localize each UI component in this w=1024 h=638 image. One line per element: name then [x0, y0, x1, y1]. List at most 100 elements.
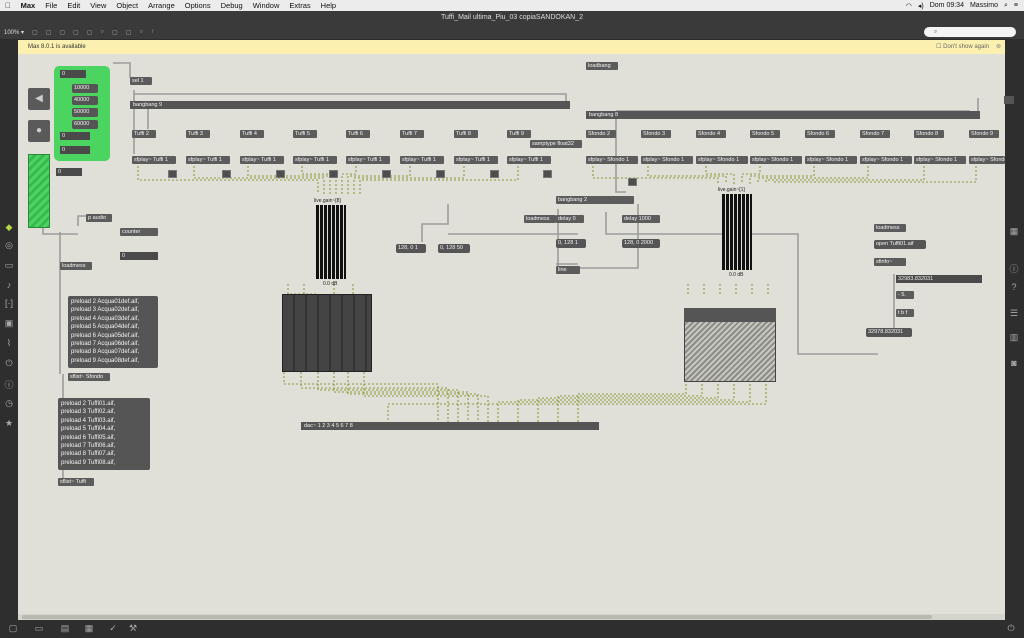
list-icon[interactable]: ≡: [1013, 2, 1018, 9]
cube-icon[interactable]: ◆: [5, 222, 13, 232]
clock[interactable]: Dom 09:34: [929, 2, 964, 9]
target-icon[interactable]: ◎: [5, 240, 13, 250]
menu-debug[interactable]: Debug: [214, 1, 243, 10]
menu-object[interactable]: Object: [110, 1, 138, 10]
bang-button[interactable]: [543, 170, 552, 178]
menu-help[interactable]: Help: [315, 1, 336, 10]
paperclip-icon[interactable]: ⌇: [6, 338, 12, 348]
bangbang9-object[interactable]: bangbang 9: [130, 101, 570, 109]
speaker-icon[interactable]: ◀: [28, 88, 50, 110]
search-input[interactable]: ⌕: [924, 27, 1016, 37]
menu-file[interactable]: File: [39, 1, 57, 10]
slider-icon[interactable]: ▢: [125, 29, 132, 36]
wrench-icon[interactable]: ⚒: [128, 623, 138, 633]
counter-object[interactable]: counter: [120, 228, 158, 236]
sfondo-3[interactable]: Sfondo 3: [641, 130, 671, 138]
sfplay-sfondo[interactable]: sfplay~ Sfondo 1: [696, 156, 748, 164]
loadmess-object[interactable]: loadmess: [874, 224, 906, 232]
sfondo-4[interactable]: Sfondo 4: [696, 130, 726, 138]
samptype-object[interactable]: samptype float32: [530, 140, 582, 148]
bang-button[interactable]: [222, 170, 231, 178]
user-name[interactable]: Massimo: [969, 2, 998, 9]
sfondo-2[interactable]: Sfondo 2: [586, 130, 616, 138]
bang-button[interactable]: [382, 170, 391, 178]
layout-icon[interactable]: ▭: [4, 260, 14, 270]
preload-sfondo-message[interactable]: preload 2 Acqua01def.aif, preload 3 Acqu…: [68, 296, 158, 368]
delay1000-object[interactable]: delay 1000: [622, 215, 660, 223]
loadbang-object[interactable]: loadbang: [586, 62, 618, 70]
sfplay-tuffi[interactable]: sfplay~ Tuffi 1: [400, 156, 444, 164]
tuffi-9[interactable]: Tuffi 9: [507, 130, 531, 138]
tuffi-6[interactable]: Tuffi 6: [346, 130, 370, 138]
sel-object[interactable]: sel 1: [130, 77, 152, 85]
help-icon[interactable]: ?: [1011, 282, 1017, 292]
bang-button[interactable]: [436, 170, 445, 178]
preload-tuffi-message[interactable]: preload 2 Tuffi01.aif, preload 3 Tuffi02…: [58, 398, 150, 470]
toggle-icon[interactable]: ▢: [112, 29, 118, 36]
apple-icon[interactable]: : [0, 1, 16, 10]
sfplay-sfondo[interactable]: sfplay~ Sfondo 1: [586, 156, 638, 164]
sfondo-7[interactable]: Sfondo 7: [860, 130, 890, 138]
wifi-icon[interactable]: ◠: [905, 2, 912, 10]
button-icon[interactable]: ○: [100, 29, 105, 35]
plug-icon[interactable]: ⏻: [5, 358, 13, 368]
comment-icon[interactable]: ▢: [86, 29, 93, 36]
sfplay-sfondo[interactable]: sfplay~ Sfondo 1: [641, 156, 693, 164]
sfplay-tuffi[interactable]: sfplay~ Tuffi 1: [507, 156, 551, 164]
bangbang2-object[interactable]: bangbang 2: [556, 196, 634, 204]
sfondo-5[interactable]: Sfondo 5: [750, 130, 780, 138]
bang-button[interactable]: [628, 178, 637, 186]
sfplay-tuffi[interactable]: sfplay~ Tuffi 1: [240, 156, 284, 164]
sfplay-sfondo[interactable]: sfplay~ Sfondo 1: [860, 156, 912, 164]
number-box[interactable]: 0: [60, 146, 90, 154]
open-message[interactable]: open Tuffi01.aif: [874, 240, 926, 249]
sflist-tuffi-object[interactable]: sflist~ Tuffi: [58, 478, 94, 486]
bangbang-edge[interactable]: [1004, 96, 1014, 104]
sfplay-tuffi[interactable]: sfplay~ Tuffi 1: [346, 156, 390, 164]
mic-icon[interactable]: ●: [28, 120, 50, 142]
bang-button[interactable]: [490, 170, 499, 178]
presentation-icon[interactable]: ▭: [34, 623, 44, 633]
delay0-object[interactable]: delay 0: [556, 215, 584, 223]
bang-button[interactable]: [168, 170, 177, 178]
preset-50000[interactable]: 50000: [72, 108, 98, 117]
debug-icon[interactable]: ✓: [109, 623, 117, 633]
sfplay-sfondo[interactable]: sfplay~ Sfondo 1: [914, 156, 966, 164]
spotlight-icon[interactable]: ⌕: [1003, 1, 1008, 9]
sfondo-9[interactable]: Sfondo 9: [969, 130, 999, 138]
bang-button[interactable]: [276, 170, 285, 178]
menu-app[interactable]: Max: [15, 1, 36, 10]
sfplay-tuffi[interactable]: sfplay~ Tuffi 1: [293, 156, 337, 164]
preset-60000[interactable]: 60000: [72, 120, 98, 129]
menu-options[interactable]: Options: [179, 1, 211, 10]
star-icon[interactable]: ★: [4, 418, 14, 428]
image-icon[interactable]: ▣: [4, 318, 14, 328]
inspector-icon[interactable]: ⓘ: [1009, 264, 1019, 274]
gain-slider[interactable]: [316, 205, 346, 279]
number-icon[interactable]: ▢: [73, 29, 79, 36]
duration-number[interactable]: 32983.832031: [896, 275, 982, 283]
loadmess-object[interactable]: loadmess: [524, 215, 556, 223]
add-object-icon[interactable]: ▢: [45, 29, 52, 36]
brackets-icon[interactable]: [·]: [5, 298, 13, 308]
volume-icon[interactable]: ◂): [917, 2, 924, 10]
number-box[interactable]: 0: [56, 168, 82, 176]
ramp-message[interactable]: 128, 0 2000: [622, 239, 660, 248]
lock-icon[interactable]: ▢: [8, 623, 18, 633]
sflist-sfondo-object[interactable]: sflist~ Sfondo: [68, 373, 110, 381]
bang-button[interactable]: [329, 170, 338, 178]
sfondo-8[interactable]: Sfondo 8: [914, 130, 944, 138]
horizontal-scrollbar[interactable]: [18, 614, 1005, 620]
preset-40000[interactable]: 40000: [72, 96, 98, 105]
patcher-canvas[interactable]: 0 10000 40000 50000 60000 0 0 ◀ ● 0 sel …: [18, 54, 1014, 614]
sfinfo-object[interactable]: sfinfo~: [874, 258, 906, 266]
dial-icon[interactable]: ○: [139, 29, 143, 35]
camera-icon[interactable]: ◙: [1011, 358, 1017, 368]
update-message[interactable]: Max 8.0.1 is available: [28, 44, 86, 50]
message-icon[interactable]: ▢: [59, 29, 66, 36]
menu-extras[interactable]: Extras: [283, 1, 310, 10]
number-box[interactable]: 0: [60, 132, 90, 140]
preset-10000[interactable]: 10000: [72, 84, 98, 93]
sfplay-tuffi[interactable]: sfplay~ Tuffi 1: [186, 156, 230, 164]
close-icon[interactable]: ⊗: [995, 44, 1001, 50]
